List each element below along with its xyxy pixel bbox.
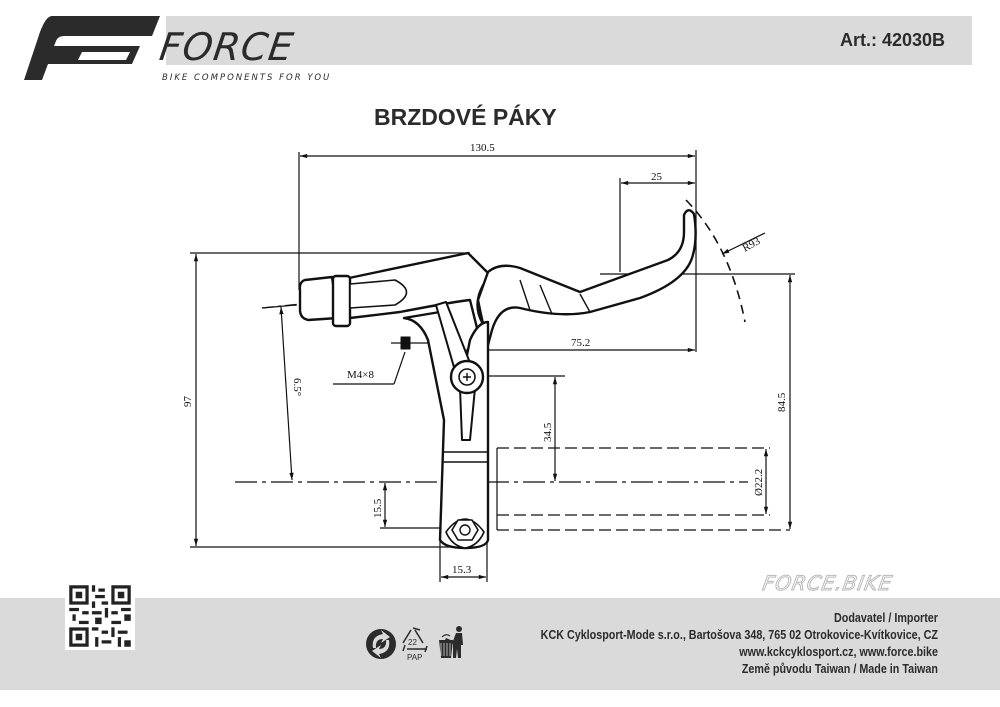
force-bike-watermark: FORCE.BIKE	[760, 571, 895, 596]
article-number: Art.: 42030B	[839, 30, 945, 50]
force-logo-icon	[24, 16, 160, 80]
svg-text:PAP: PAP	[407, 653, 422, 662]
dim-clamp-offset: 15.5	[372, 498, 384, 518]
dim-clamp-width: 15.3	[452, 564, 472, 576]
importer-heading: Dodavatel / Importer	[834, 611, 938, 625]
svg-text:22: 22	[408, 638, 417, 647]
dim-overall-height: 97	[182, 396, 194, 408]
dim-reach: 75.2	[571, 337, 590, 349]
dim-lever-tip: 25	[651, 171, 663, 183]
dim-tip-height: 84.5	[776, 392, 788, 412]
dim-clamp-to-pivot: 34.5	[542, 422, 554, 442]
dim-overall-length: 130.5	[470, 142, 495, 154]
eco-icons: 22 PAP	[366, 626, 463, 662]
importer-info: Dodavatel / Importer KCK Cyklosport-Mode…	[541, 610, 938, 678]
country-of-origin: Země původu Taiwan / Made in Taiwan	[741, 662, 938, 676]
brake-lever-drawing: 130.5 25 R93 75.2 97 6.5° M4×8 84.5 34.5…	[182, 142, 795, 582]
tidyman-bin-icon	[439, 626, 463, 658]
brand-tagline: BIKE COMPONENTS FOR YOU	[162, 73, 332, 83]
importer-websites[interactable]: www.kckcyklosport.cz, www.force.bike	[739, 645, 938, 659]
qr-code-icon[interactable]	[65, 582, 135, 650]
page-title: BRZDOVÉ PÁKY	[374, 104, 557, 130]
importer-address: KCK Cyklosport-Mode s.r.o., Bartošova 34…	[540, 628, 938, 642]
dim-bolt: M4×8	[347, 369, 374, 381]
dim-angle: 6.5°	[291, 378, 303, 396]
dim-bar-diameter: Ø22.2	[753, 469, 765, 496]
green-dot-icon	[366, 629, 396, 659]
recycle-paper-icon: 22 PAP	[402, 627, 428, 662]
footer-band	[0, 598, 1000, 690]
dim-radius: R93	[740, 235, 762, 254]
header-band	[166, 16, 972, 65]
